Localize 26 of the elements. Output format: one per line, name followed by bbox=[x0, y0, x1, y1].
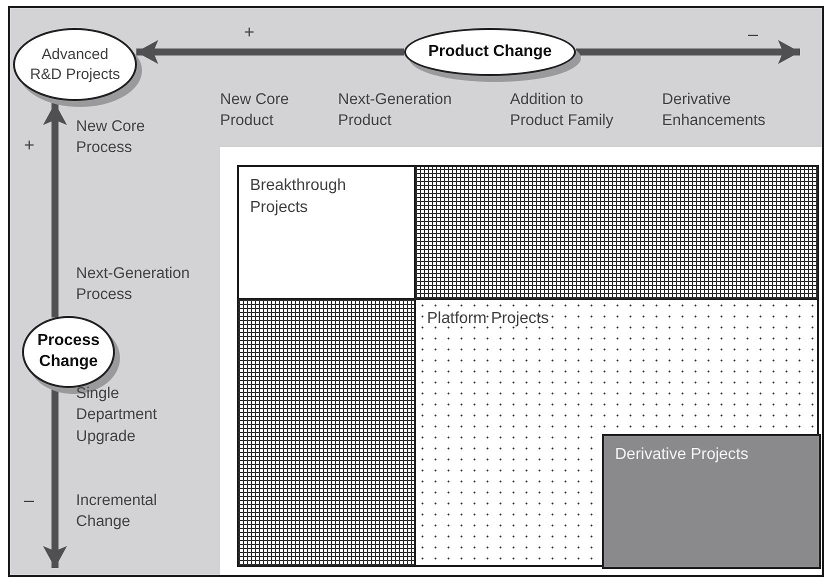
region-label: Derivative Projects bbox=[615, 445, 748, 465]
matrix-region bbox=[602, 434, 821, 569]
axis-label: Single Department Upgrade bbox=[76, 384, 158, 447]
sign-label: – bbox=[748, 23, 758, 46]
region-label: Platform Projects bbox=[427, 309, 549, 329]
axis-label: Next-Generation Product bbox=[338, 90, 453, 132]
arrow bbox=[576, 40, 800, 64]
axis-label: New Core Process bbox=[76, 117, 146, 158]
region-label: Breakthrough Projects bbox=[250, 176, 348, 218]
sign-label: – bbox=[24, 489, 34, 512]
axis-label: New Core Product bbox=[220, 90, 290, 132]
dotted-region bbox=[414, 298, 819, 567]
crosshatched-area bbox=[237, 298, 416, 567]
sign-label: + bbox=[24, 134, 35, 157]
axis-label: Incremental Change bbox=[76, 491, 158, 532]
node-label: Process Change bbox=[36, 331, 101, 372]
axis-label: Addition to Product Family bbox=[510, 90, 614, 132]
sign-label: + bbox=[244, 21, 255, 44]
crosshatched-area bbox=[414, 165, 819, 300]
arrow bbox=[136, 40, 404, 64]
arrow bbox=[43, 103, 67, 318]
axis-label: Derivative Enhancements bbox=[662, 90, 766, 132]
node-label: Advanced R&D Projects bbox=[28, 45, 122, 84]
axis-label: Next-Generation Process bbox=[76, 264, 191, 306]
node-label: Product Change bbox=[428, 42, 552, 62]
matrix-region bbox=[237, 165, 416, 300]
